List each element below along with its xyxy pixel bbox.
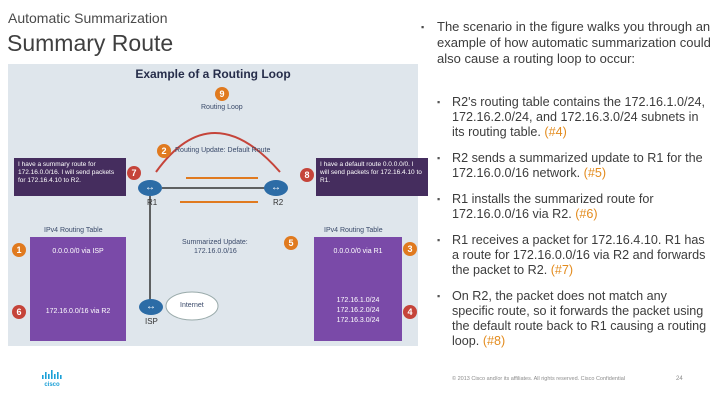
- r2-label: R2: [273, 198, 284, 207]
- routing-loop-label: Routing Loop: [201, 104, 243, 111]
- badge-9: 9: [215, 87, 229, 101]
- figure-title: Example of a Routing Loop: [135, 67, 291, 81]
- page-number: 24: [676, 376, 683, 382]
- bullet-text: R2 sends a summarized update to R1 for t…: [452, 151, 703, 180]
- left-table-row-default: 0.0.0.0/0 via ISP: [52, 248, 104, 255]
- bullet-ref: (#8): [482, 334, 506, 348]
- logo-text: cisco: [44, 382, 60, 388]
- bullet-text: On R2, the packet does not match any spe…: [452, 289, 707, 348]
- main-bullet: ▪ The scenario in the figure walks you t…: [421, 19, 711, 67]
- badge-3: 3: [403, 242, 417, 256]
- left-table-title: IPv4 Routing Table: [44, 227, 103, 234]
- internet-cloud: [165, 291, 219, 321]
- left-table-row-summary: 172.16.0.0/16 via R2: [45, 308, 111, 315]
- routing-loop-figure: Example of a Routing Loop 9 Routing Loop…: [8, 64, 428, 346]
- bullet-ref: (#4): [544, 125, 567, 139]
- internet-label: Internet: [180, 302, 204, 309]
- cisco-logo-icon: cisco: [42, 370, 62, 388]
- slide-title: Summary Route: [7, 30, 174, 56]
- dot-bullet-icon: ▪: [437, 194, 441, 204]
- bullet-ref: (#7): [550, 263, 574, 277]
- router-r2-icon: ↔: [264, 180, 288, 196]
- router-r1-icon: ↔: [138, 180, 162, 196]
- dot-bullet-icon: ▪: [437, 97, 441, 107]
- r1-label: R1: [147, 198, 158, 207]
- slide-subtitle: Automatic Summarization: [8, 10, 168, 26]
- square-bullet-icon: ▪: [421, 22, 425, 32]
- bullet-ref: (#6): [575, 207, 598, 221]
- right-table-subnet-1: 172.16.1.0/24: [336, 297, 380, 304]
- badge-7: 7: [127, 166, 141, 180]
- bullet-text: R1 receives a packet for 172.16.4.10. R1…: [452, 233, 706, 277]
- summarized-update-label: Summarized Update:: [182, 239, 248, 246]
- note-left: I have a summary route for 172.16.0.0/16…: [14, 158, 126, 196]
- badge-5: 5: [284, 236, 298, 250]
- list-item: ▪ R2 sends a summarized update to R1 for…: [437, 151, 707, 181]
- figure-lines: [149, 132, 281, 321]
- dot-bullet-icon: ▪: [437, 291, 441, 301]
- default-update-label: Routing Update: Default Route: [175, 147, 271, 154]
- note-right: I have a default route 0.0.0.0/0. I will…: [316, 158, 428, 196]
- routing-loop-arc: [155, 132, 281, 173]
- isp-label: ISP: [145, 317, 158, 326]
- badge-8: 8: [300, 168, 314, 182]
- right-routing-table: 0.0.0.0/0 via R1 172.16.1.0/24 172.16.2.…: [314, 237, 402, 341]
- bullet-text: R1 installs the summarized route for 172…: [452, 192, 654, 221]
- right-table-row-default: 0.0.0.0/0 via R1: [333, 248, 383, 255]
- dot-bullet-icon: ▪: [437, 235, 441, 245]
- copyright: © 2013 Cisco and/or its affiliates. All …: [452, 376, 626, 382]
- summarized-update-network: 172.16.0.0/16: [194, 248, 237, 255]
- right-table-subnet-3: 172.16.3.0/24: [336, 317, 380, 324]
- list-item: ▪ R1 receives a packet for 172.16.4.10. …: [437, 233, 707, 278]
- list-item: ▪ R1 installs the summarized route for 1…: [437, 192, 707, 222]
- badge-2: 2: [157, 144, 171, 158]
- main-bullet-text: The scenario in the figure walks you thr…: [437, 19, 711, 66]
- bullet-ref: (#5): [583, 166, 607, 180]
- badge-1: 1: [12, 243, 26, 257]
- right-table-subnet-2: 172.16.2.0/24: [336, 307, 380, 314]
- sub-bullet-list: ▪ R2's routing table contains the 172.16…: [437, 95, 707, 360]
- right-table-title: IPv4 Routing Table: [324, 227, 383, 234]
- badge-6: 6: [12, 305, 26, 319]
- badge-4: 4: [403, 305, 417, 319]
- bullet-text: R2's routing table contains the 172.16.1…: [452, 95, 706, 139]
- list-item: ▪ R2's routing table contains the 172.16…: [437, 95, 707, 140]
- left-routing-table: 0.0.0.0/0 via ISP 172.16.0.0/16 via R2: [30, 237, 126, 341]
- router-isp-icon: ↔: [139, 299, 163, 315]
- list-item: ▪ On R2, the packet does not match any s…: [437, 289, 707, 349]
- dot-bullet-icon: ▪: [437, 153, 441, 163]
